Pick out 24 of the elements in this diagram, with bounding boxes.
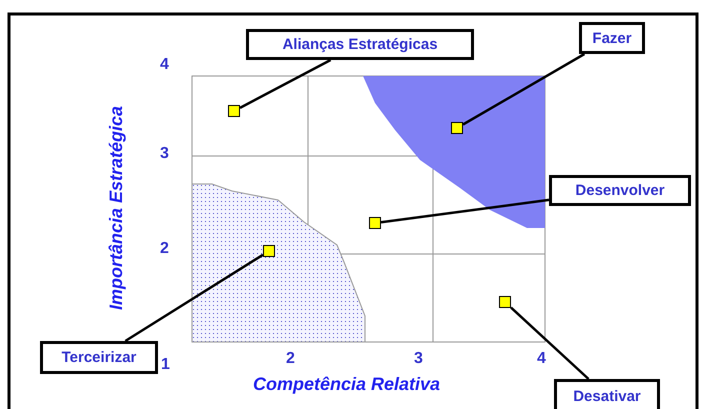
leader-line [239,58,332,109]
data-point-marker [369,217,381,229]
axis-tick-label: 3 [414,351,423,367]
callout-box: Alianças Estratégicas [246,29,474,60]
callout-box: Terceirizar [40,341,158,374]
callout-box: Desenvolver [549,175,691,206]
axis-tick-label: 2 [286,351,295,367]
data-point-marker [263,245,275,257]
callout-box: Fazer [579,22,645,54]
leader-line [462,52,586,126]
axis-tick-label: 1 [161,357,170,373]
axis-title: Importância Estratégica [107,106,126,310]
axis-tick-label: 4 [537,351,546,367]
data-point-marker [228,105,240,117]
leader-line [380,198,550,224]
leader-line [510,306,590,380]
axis-tick-label: 3 [160,146,169,162]
axis-tick-label: 4 [160,57,169,73]
callout-box: Desativar [554,379,660,409]
data-point-marker [451,122,463,134]
axis-title: Competência Relativa [253,375,440,393]
axis-tick-label: 2 [160,241,169,257]
data-point-marker [499,296,511,308]
leader-line [124,254,264,342]
